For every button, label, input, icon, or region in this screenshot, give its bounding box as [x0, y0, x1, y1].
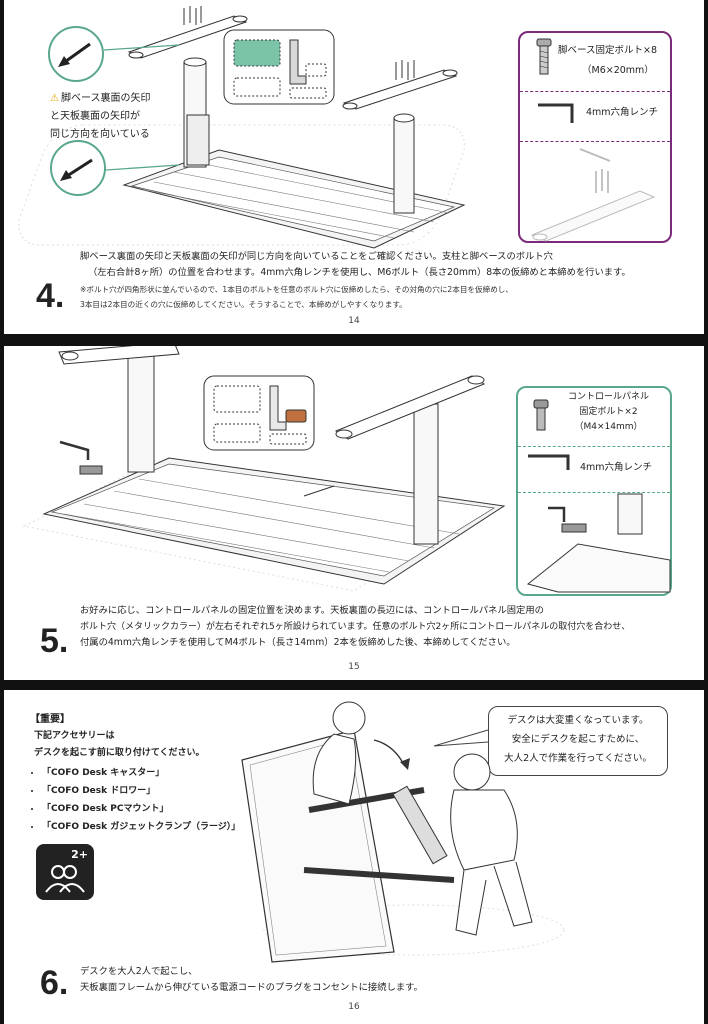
bolt-label: コントロールパネル 固定ボルト×2 （M4×14mm）	[568, 392, 650, 432]
step-note: ※ボルト穴が四角形状に並んでいるので、1本目のボルトを任意のボルト穴に仮締めした…	[80, 285, 513, 309]
accessory-list: 「COFO Desk キャスター」 「COFO Desk ドロワー」 「COFO…	[28, 764, 240, 836]
divider	[520, 141, 670, 142]
divider	[518, 446, 670, 447]
desk-frame-illustration	[22, 346, 506, 592]
people-icon: 2+	[36, 844, 94, 900]
step-number: 4.	[36, 277, 65, 315]
speech-bubble-tail	[433, 729, 489, 747]
bolt-icon	[536, 38, 552, 75]
floor-shadow	[18, 124, 466, 246]
step-text: お好みに応じ、コントロールパネルの固定位置を決めます。天板裏面の長辺には、コント…	[80, 605, 631, 648]
divider	[520, 91, 670, 92]
people-lifting-desk-illustration	[241, 701, 565, 963]
parts-box: 脚ベース固定ボルト×8 （M6×20mm） 4mm六角レンチ	[518, 31, 672, 243]
manual-page-14: ⚠ 脚ベース裏面の矢印 と天板裏面の矢印が 同じ方向を向いている 脚ベース固定ボ…	[4, 0, 704, 334]
people-badge: 2+	[71, 848, 88, 861]
bolt-label: 脚ベース固定ボルト×8	[558, 45, 658, 56]
divider	[518, 492, 670, 493]
important-text: 下記アクセサリーは デスクを起こす前に取り付けてください。	[34, 731, 205, 758]
desk-frame-illustration	[103, 6, 466, 249]
list-item: 「COFO Desk キャスター」	[42, 764, 240, 782]
step-number: 5.	[40, 622, 69, 660]
important-title: 【重要】	[30, 714, 70, 725]
wrench-label: 4mm六角レンチ	[586, 107, 659, 118]
list-item: 「COFO Desk PCマウント」	[42, 800, 240, 818]
manual-page-15: コントロールパネル 固定ボルト×2 （M4×14mm） 4mm六角レンチ 5. …	[4, 346, 704, 680]
page-number: 16	[348, 1002, 360, 1012]
wrench-label: 4mm六角レンチ	[580, 462, 653, 473]
manual-page-16: 【重要】 下記アクセサリーは デスクを起こす前に取り付けてください。 「COFO…	[4, 690, 704, 1024]
bolt-icon	[533, 399, 549, 431]
parts-box: コントロールパネル 固定ボルト×2 （M4×14mm） 4mm六角レンチ	[516, 386, 672, 596]
step-text: 脚ベース裏面の矢印と天板裏面の矢印が同じ方向を向いていることをご確認ください。支…	[80, 251, 631, 278]
page-number: 14	[348, 316, 360, 326]
speech-bubble: デスクは大変重くなっています。 安全にデスクを起こすために、 大人2人で作業を行…	[488, 706, 668, 776]
step-text: デスクを大人2人で起こし、 天板裏面フレームから伸びている電源コードのプラグをコ…	[80, 966, 423, 993]
page-number: 15	[348, 662, 360, 672]
hole-pattern-callout	[203, 375, 315, 451]
list-item: 「COFO Desk ドロワー」	[42, 782, 240, 800]
hole-pattern-callout	[223, 29, 335, 105]
step-number: 6.	[40, 964, 69, 1002]
hex-wrench-icon	[528, 454, 570, 470]
list-item: 「COFO Desk ガジェットクランプ（ラージ）」	[42, 818, 240, 836]
hex-wrench-icon	[538, 103, 574, 123]
bolt-size: （M6×20mm）	[582, 65, 654, 76]
arrow-icon	[50, 140, 106, 196]
arrow-icon	[48, 26, 104, 82]
control-panel-detail	[526, 493, 671, 593]
warning-note: ⚠ 脚ベース裏面の矢印 と天板裏面の矢印が 同じ方向を向いている	[50, 90, 150, 144]
foot-base-detail	[530, 148, 656, 242]
warning-icon: ⚠	[50, 93, 59, 104]
